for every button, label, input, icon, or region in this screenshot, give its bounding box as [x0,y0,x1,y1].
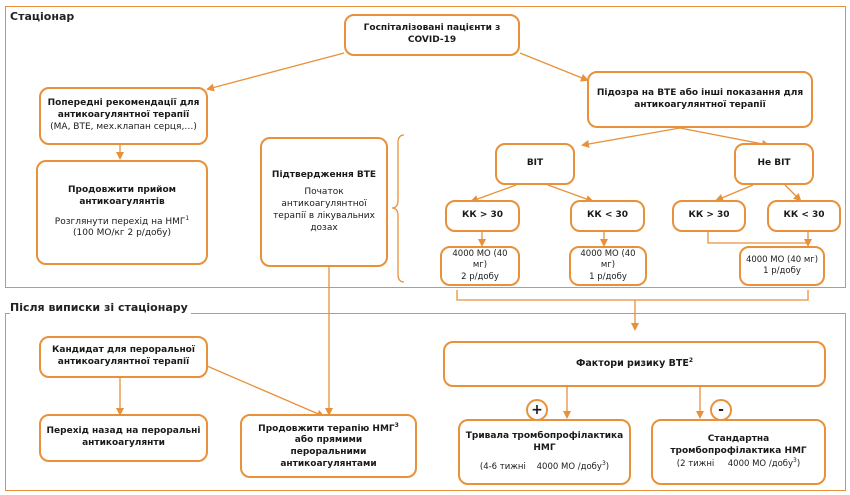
after-discharge-section [5,313,846,491]
inpatient-section-label: Стаціонар [10,10,75,23]
dose3-line2: 1 р/добу [763,266,801,276]
continue-ac-text1: Розглянути перехід на НМГ1 [54,214,190,227]
dose3-line1: 4000 МО (40 мг) [745,254,819,265]
negative-risk-sign: - [710,399,732,421]
after-discharge-section-label: Після виписки зі стаціонару [10,301,191,314]
standard-line2: тромбопрофілактика НМГ [670,445,807,456]
continue-ac-title2: антикоагулянтів [79,196,165,207]
hospitalized-line2: COVID-19 [407,35,457,45]
risk-text: Фактори ризику ВТЕ2 [575,357,694,370]
continue-ac-text2: (100 МО/кг 2 р/добу) [73,228,171,239]
switch-back-line2: антикоагулянти [82,438,165,448]
positive-risk-sign: + [526,399,548,421]
prolonged-prophylaxis-node: Тривала тромбопрофілактика НМГ (4-6 тижн… [458,419,631,485]
dose-4000-once-daily-icu-node: 4000 МО (40 мг) 1 р/добу [569,246,647,286]
creatinine-clearance-over-30-non-icu-node: КК > 30 [672,200,746,232]
vte-suspect-line2: антикоагулянтної терапії [634,99,766,110]
non-icu-node: Не ВІТ [734,143,814,185]
inpatient-section [5,6,846,288]
vte-confirm-title: Підтвердження ВТЕ [271,169,377,180]
oral-candidate-line2: антикоагулянтної терапії [57,357,190,367]
standard-prophylaxis-node: Стандартна тромбопрофілактика НМГ (2 тиж… [651,419,826,485]
continue-lmwh-line2: або прямими [294,435,363,446]
continue-anticoagulants-node: Продовжити прийом антикоагулянтів Розгля… [36,160,208,265]
vte-confirmation-node: Підтвердження ВТЕ Початок антикоагулянтн… [260,137,388,267]
vte-suspicion-node: Підозра на ВТЕ або інші показання для ан… [587,71,813,128]
dose1-line1: 4000 МО (40 мг) [452,249,508,271]
oral-candidate-line1: Кандидат для пероральної [52,345,195,356]
vte-confirm-text1: Початок [304,187,344,198]
prolonged-line2: НМГ [533,442,556,453]
prolonged-line3: (4-6 тижні 4000 МО /добу3) [479,460,610,473]
oral-candidate-node: Кандидат для пероральної антикоагулянтно… [39,336,208,378]
continue-ac-title1: Продовжити прийом [67,185,177,196]
vte-confirm-text2: антикоагулянтної [281,199,367,210]
vte-risk-factors-node: Фактори ризику ВТЕ2 [443,341,826,387]
vte-confirm-text3: терапії в лікувальних [273,210,375,221]
continue-lmwh-node: Продовжити терапію НМГ3 або прямими перо… [240,414,417,478]
dose-4000-once-daily-non-icu-node: 4000 МО (40 мг) 1 р/добу [739,246,825,286]
switch-back-oral-node: Перехід назад на пероральні антикоагулян… [39,414,208,462]
creatinine-clearance-under-30-icu-node: КК < 30 [570,200,645,232]
hospitalized-line1: Госпіталізовані пацієнти з [363,23,501,34]
continue-lmwh-line1: Продовжити терапію НМГ3 [258,421,399,434]
dose1-line2: 2 р/добу [461,271,499,282]
icu-node: ВІТ [495,143,575,185]
prior-line3: (МА, ВТЕ, мех.клапан серця,…) [50,121,197,132]
dose2-line1: 4000 МО (40 мг) [580,249,636,271]
prior-recommendations-node: Попередні рекомендації для антикоагулянт… [39,87,208,145]
standard-line3: (2 тижні 4000 МО /добу3) [676,457,801,470]
prolonged-line1: Тривала тромбопрофілактика [465,430,624,441]
switch-back-line1: Перехід назад на пероральні [46,426,201,437]
dose2-line2: 1 р/добу [589,271,627,282]
standard-line1: Стандартна [707,433,770,444]
creatinine-clearance-over-30-icu-node: КК > 30 [445,200,520,232]
hospitalized-patients-node: Госпіталізовані пацієнти з COVID-19 [344,14,520,56]
vte-suspect-line1: Підозра на ВТЕ або інші показання для [596,87,804,98]
prior-line2: антикоагулянтної терапії [57,110,190,121]
continue-lmwh-line3: пероральними антикоагулянтами [280,447,377,469]
vte-confirm-text4: дозах [310,222,338,233]
dose-4000-twice-daily-node: 4000 МО (40 мг) 2 р/добу [440,246,520,286]
prior-line1: Попередні рекомендації для [47,98,200,109]
creatinine-clearance-under-30-non-icu-node: КК < 30 [767,200,841,232]
